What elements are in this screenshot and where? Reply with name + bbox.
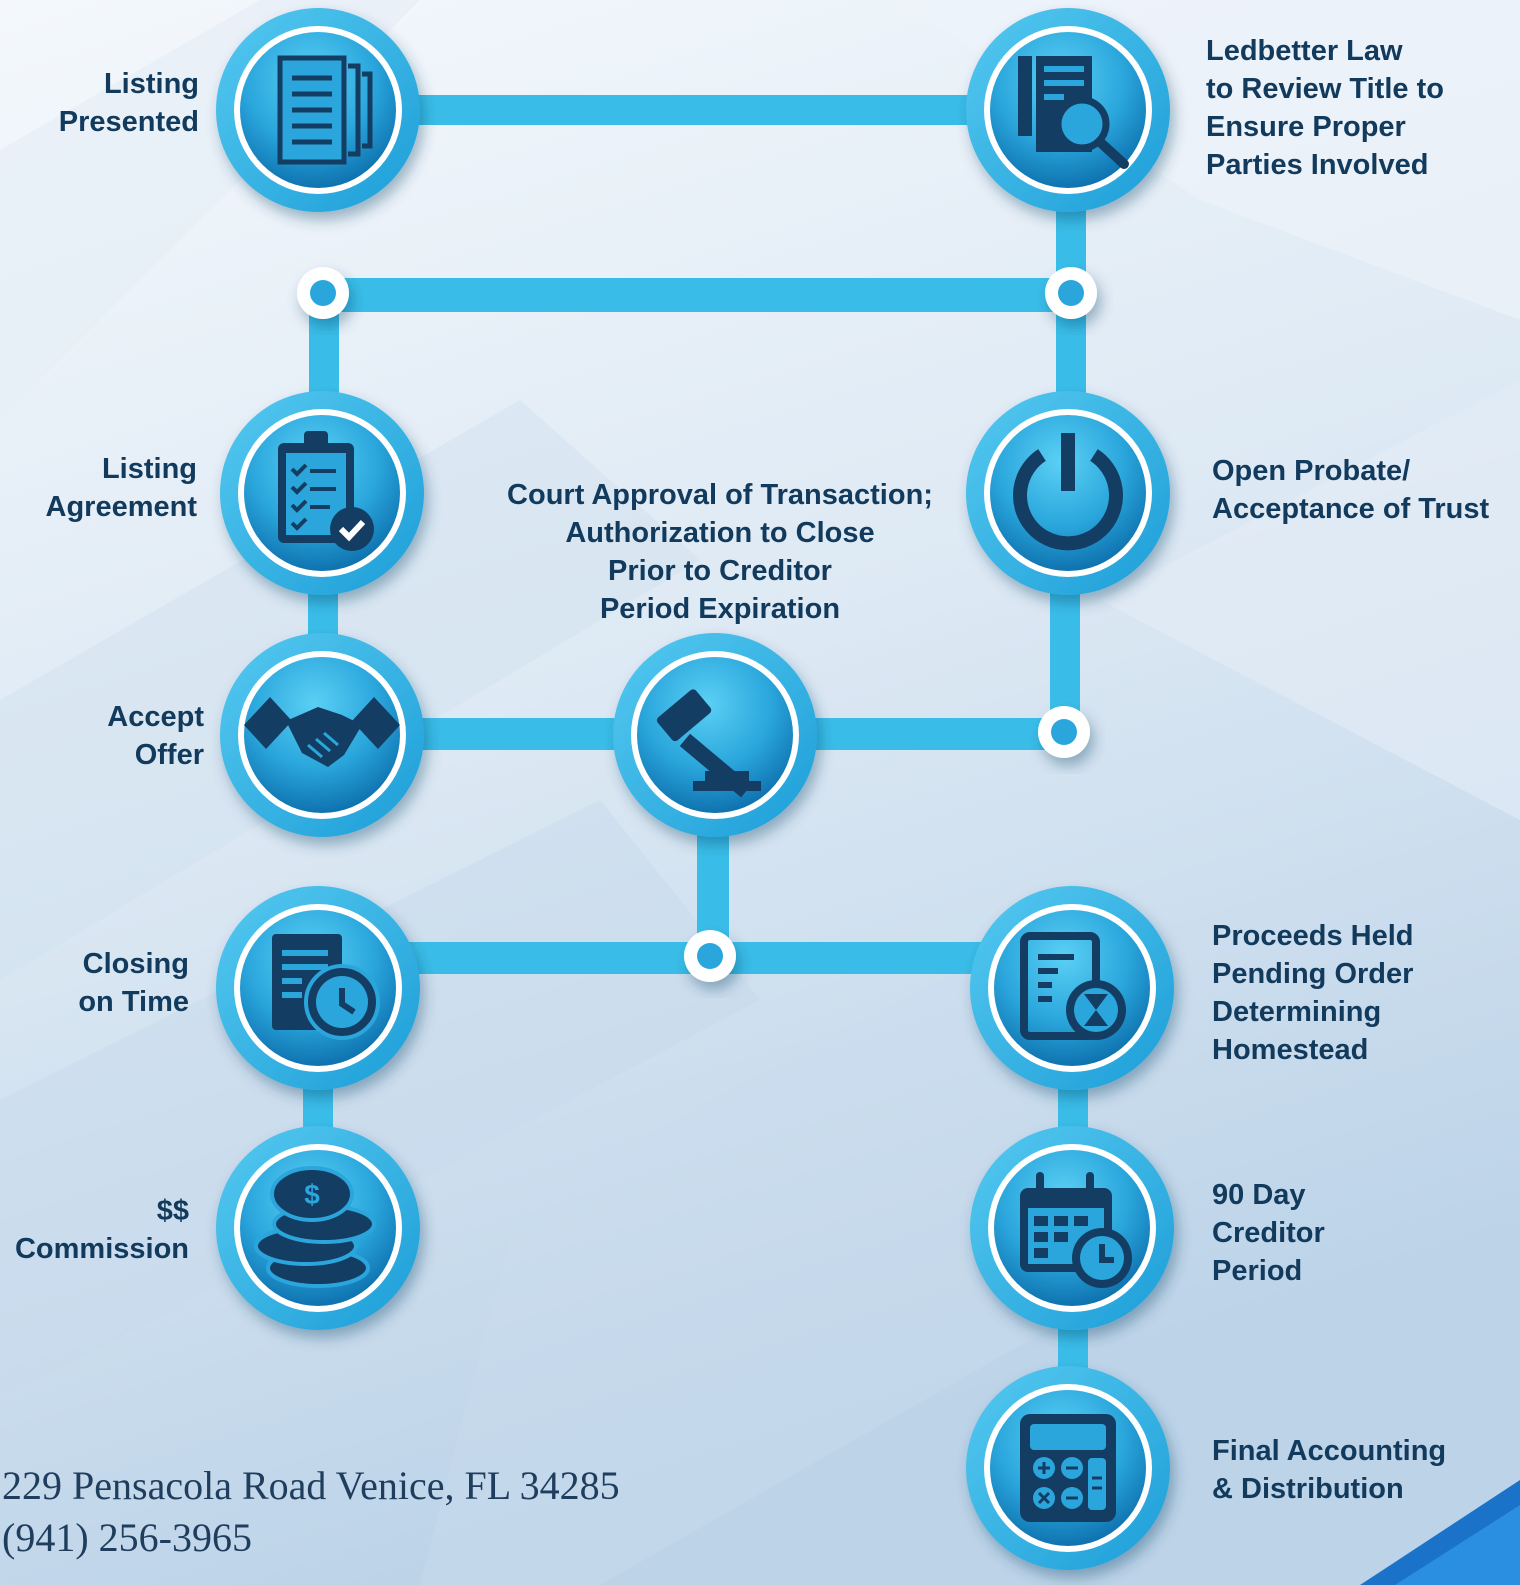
step-node-final-accounting	[966, 1366, 1170, 1570]
label-line: Accept	[107, 701, 204, 733]
label-line: on Time	[78, 986, 189, 1018]
step-label-listing-presented: Listing Presented	[59, 65, 199, 141]
label-line: Period	[1212, 1255, 1303, 1287]
step-node-creditor-period	[970, 1126, 1174, 1330]
svg-text:$: $	[304, 1179, 320, 1210]
label-line: Prior to Creditor	[608, 555, 832, 587]
step-label-open-probate: Open Probate/ Acceptance of Trust	[1212, 452, 1489, 528]
step-node-ledbetter-review	[966, 8, 1170, 212]
label-line: Homestead	[1212, 1034, 1369, 1066]
step-node-proceeds-held	[970, 886, 1174, 1090]
label-line: Agreement	[45, 491, 198, 523]
label-line: Final Accounting	[1212, 1435, 1447, 1467]
label-line: Open Probate/	[1212, 455, 1411, 487]
step-label-closing-on-time: Closing on Time	[78, 945, 189, 1021]
step-label-accept-offer: Accept Offer	[107, 698, 204, 774]
step-node-closing-on-time	[216, 886, 420, 1090]
step-label-listing-agreement: Listing Agreement	[46, 450, 198, 526]
handshake-icon	[244, 697, 400, 767]
calendar-clock-icon	[1020, 1172, 1132, 1288]
document-stack-icon	[277, 55, 373, 165]
step-label-creditor-period: 90 Day Creditor Period	[1212, 1176, 1325, 1290]
connector-lines	[303, 95, 1088, 1380]
label-line: Ledbetter Law	[1206, 35, 1403, 67]
label-line: Listing	[101, 453, 197, 485]
step-node-accept-offer	[220, 633, 424, 837]
junction-node	[297, 267, 349, 319]
label-line: & Distribution	[1212, 1473, 1404, 1505]
clipboard-checklist-icon	[278, 431, 374, 551]
label-line: Ensure Proper	[1206, 111, 1406, 143]
step-node-open-probate	[966, 391, 1170, 595]
junction-node	[1038, 706, 1090, 758]
junction-node	[684, 930, 736, 982]
step-label-final-accounting: Final Accounting & Distribution	[1212, 1432, 1446, 1508]
gavel-icon	[656, 689, 761, 798]
document-clock-icon	[272, 934, 380, 1040]
step-node-listing-presented	[216, 8, 420, 212]
address-text: 229 Pensacola Road Venice, FL 34285	[2, 1463, 620, 1508]
label-line: Determining	[1212, 996, 1382, 1028]
label-line: Offer	[134, 739, 204, 771]
label-line: Creditor	[1212, 1217, 1325, 1249]
label-line: Parties Involved	[1206, 149, 1429, 181]
label-line: 90 Day	[1212, 1179, 1306, 1211]
label-line: Proceeds Held	[1212, 920, 1414, 952]
document-hourglass-icon	[1020, 932, 1126, 1040]
label-line: Listing	[103, 68, 199, 100]
label-line: $$	[156, 1195, 189, 1227]
label-line: to Review Title to	[1206, 73, 1444, 105]
coin-stack-icon: $	[254, 1166, 376, 1288]
document-search-icon	[1018, 56, 1129, 169]
calculator-icon	[1020, 1414, 1116, 1522]
step-label-court-approval: Court Approval of Transaction; Authoriza…	[470, 476, 970, 628]
label-line: Presented	[58, 106, 199, 138]
step-node-listing-agreement	[220, 391, 424, 595]
label-line: Authorization to Close	[565, 517, 875, 549]
power-icon	[1013, 433, 1123, 551]
contact-footer: 229 Pensacola Road Venice, FL 34285 (941…	[2, 1460, 620, 1564]
step-node-court-approval	[613, 633, 817, 837]
label-line: Closing	[82, 948, 189, 980]
junction-node	[1045, 267, 1097, 319]
step-label-ledbetter-review: Ledbetter Law to Review Title to Ensure …	[1206, 32, 1444, 184]
step-label-proceeds-held: Proceeds Held Pending Order Determining …	[1212, 917, 1413, 1069]
phone-text: (941) 256-3965	[2, 1515, 252, 1560]
label-line: Pending Order	[1212, 958, 1414, 990]
step-node-commission: $	[216, 1126, 420, 1330]
label-line: Acceptance of Trust	[1212, 493, 1490, 525]
label-line: Commission	[14, 1233, 189, 1265]
label-line: Court Approval of Transaction;	[507, 479, 933, 511]
label-line: Period Expiration	[599, 593, 841, 625]
step-label-commission: $$ Commission	[15, 1192, 189, 1268]
